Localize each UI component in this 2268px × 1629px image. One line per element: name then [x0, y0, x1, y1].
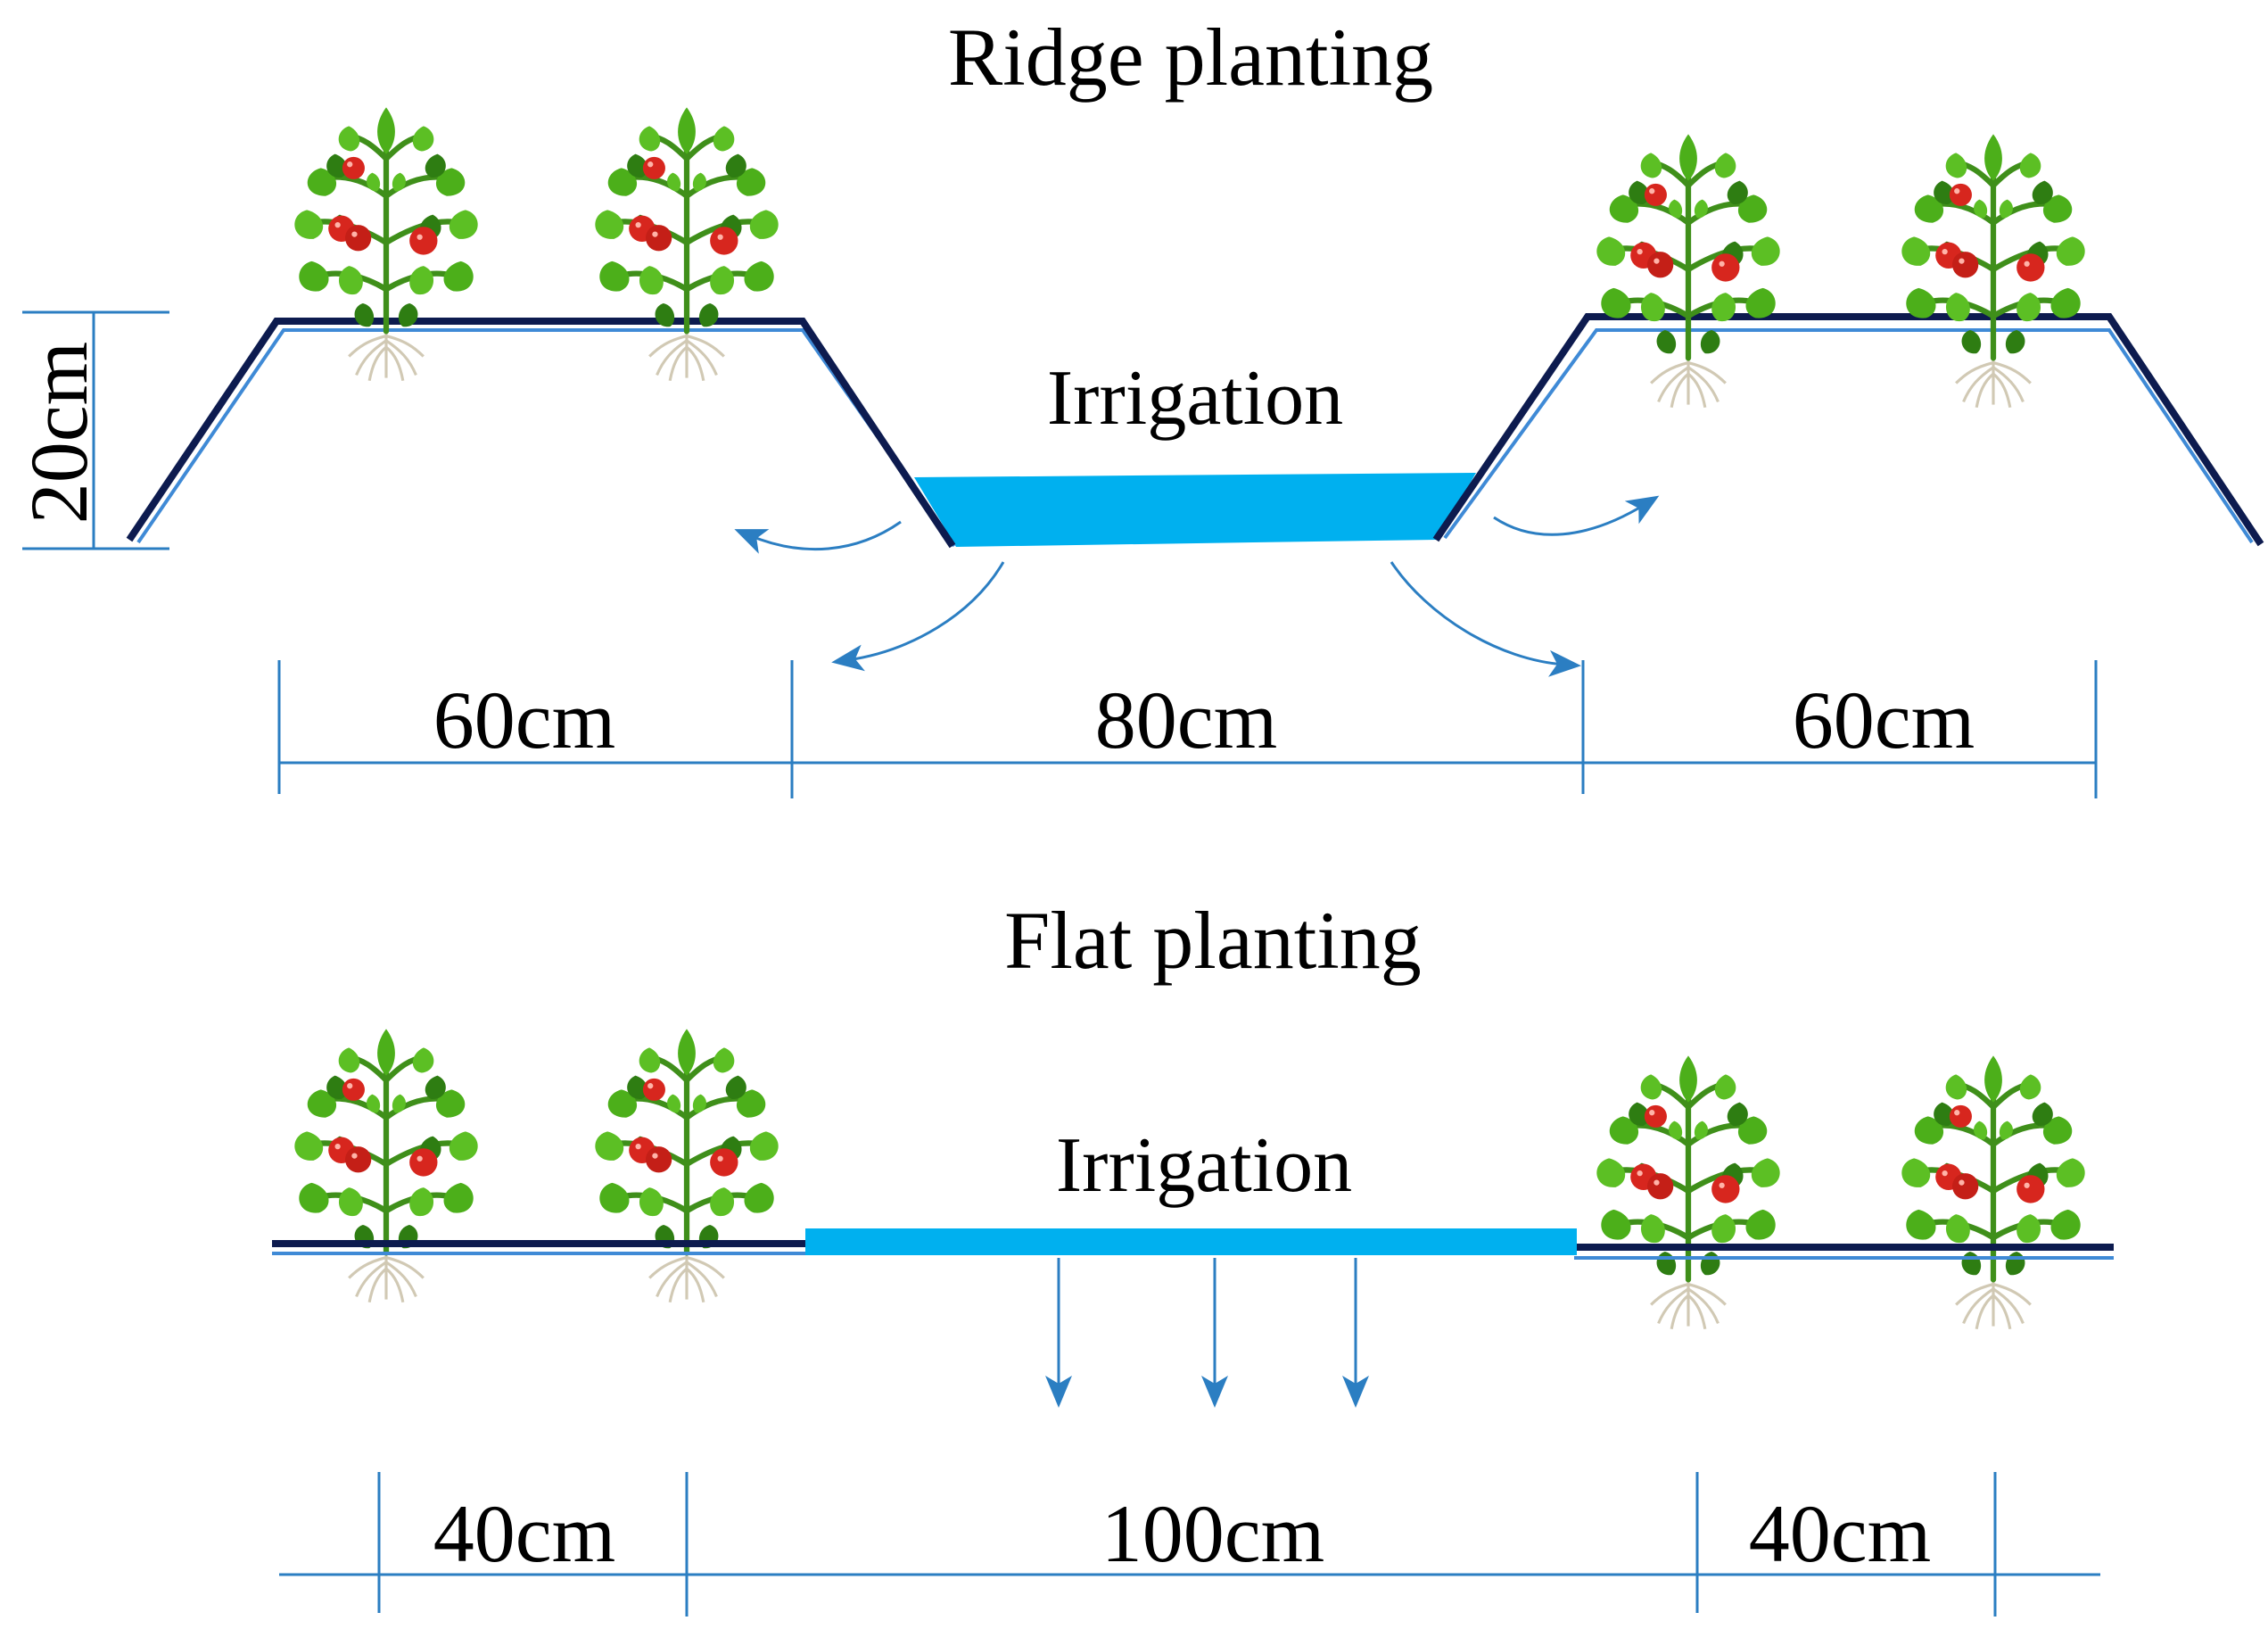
flat-dim-right: 40cm — [1749, 1488, 1931, 1579]
flat-soil-profile — [272, 1240, 2114, 1260]
tomato-plant-icon — [595, 1029, 778, 1302]
ridge-title: Ridge planting — [948, 12, 1433, 103]
ridge-soil-profile — [126, 313, 2264, 549]
ridge-dim-right: 60cm — [1793, 674, 1975, 765]
ridge-water — [914, 473, 1476, 547]
flat-dim-left: 40cm — [433, 1488, 615, 1579]
flat-irrigation-label: Irrigation — [1056, 1122, 1352, 1209]
flat-water — [805, 1228, 1577, 1255]
ridge-flow-arrows — [734, 495, 1660, 677]
tomato-plant-icon — [595, 107, 778, 380]
ridge-width-dimension — [277, 660, 2098, 798]
water-flow-arrow-icon — [1493, 495, 1660, 536]
flat-dim-middle: 100cm — [1101, 1488, 1324, 1579]
tomato-plant-icon — [1901, 134, 2084, 407]
ridge-dim-left: 60cm — [433, 674, 615, 765]
water-flow-arrow-icon — [1390, 561, 1581, 677]
ridge-dim-middle: 80cm — [1095, 674, 1277, 765]
ridge-height-dimension — [22, 310, 169, 550]
water-flow-arrow-icon — [831, 561, 1005, 672]
tomato-plant-icon — [1901, 1055, 2084, 1328]
flat-flow-arrows — [1045, 1258, 1369, 1408]
ridge-section: Ridge planting Irrigation 20c — [13, 12, 2264, 798]
flat-title: Flat planting — [1004, 895, 1422, 986]
tomato-plant-icon — [294, 107, 477, 380]
water-flow-arrow-icon — [734, 520, 902, 554]
tomato-plant-icon — [294, 1029, 477, 1302]
ridge-irrigation-label: Irrigation — [1047, 355, 1343, 442]
flat-section: Flat planting Irrigation 40c — [272, 895, 2114, 1617]
tomato-plant-icon — [1596, 134, 1779, 407]
flat-width-dimension — [279, 1472, 2100, 1617]
ridge-height-label: 20cm — [13, 342, 104, 524]
tomato-plant-icon — [1596, 1055, 1779, 1328]
